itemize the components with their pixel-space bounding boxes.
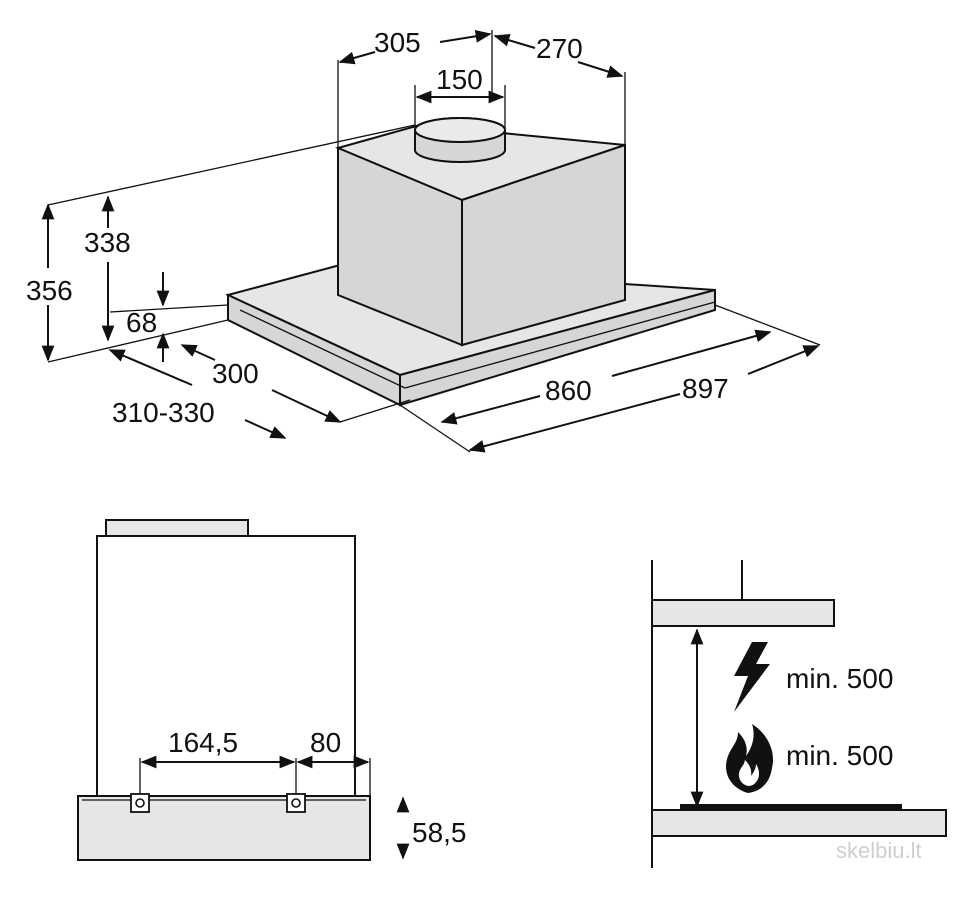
dim-68-label: 68 xyxy=(126,307,157,338)
ext-width-right xyxy=(714,304,821,346)
cooktop-counter xyxy=(651,809,947,837)
cooktop-surface xyxy=(680,804,902,811)
dim-338-label: 338 xyxy=(84,227,131,258)
dim-270-label: 270 xyxy=(536,33,583,64)
dim-897-line-b xyxy=(747,345,820,375)
outlet-rim xyxy=(414,117,506,143)
dim-58-label: 58,5 xyxy=(412,817,467,848)
install-view: min. 500 min. 500 xyxy=(651,560,947,868)
dim-300-label: 300 xyxy=(212,358,259,389)
bracket-right-hole xyxy=(291,798,301,808)
dim-270-line-a xyxy=(493,34,536,49)
dim-80-label: 80 xyxy=(310,727,341,758)
hood-shelf xyxy=(651,599,835,627)
dim-860-line-a xyxy=(440,395,541,425)
dim-305-line-a xyxy=(338,51,376,65)
ext-width-left xyxy=(399,404,471,453)
dim-310-line-a xyxy=(108,349,193,386)
electric-min-label: min. 500 xyxy=(786,663,893,694)
gas-min-label: min. 500 xyxy=(786,740,893,771)
watermark: skelbiu.lt xyxy=(836,838,922,863)
dim-897-label: 897 xyxy=(682,373,729,404)
dim-897-line-a xyxy=(468,393,681,453)
dim-310-line-b xyxy=(244,419,287,439)
dim-164-label: 164,5 xyxy=(168,727,238,758)
dim-860-line-c xyxy=(719,329,772,347)
front-body xyxy=(96,535,356,797)
dim-860-label: 860 xyxy=(545,375,592,406)
dim-305-line-b xyxy=(439,29,492,43)
dim-310-330-label: 310-330 xyxy=(112,397,215,428)
dim-68-ext xyxy=(109,304,229,313)
flame-icon xyxy=(726,724,774,793)
dim-150-label: 150 xyxy=(436,64,483,95)
dim-860-line-b xyxy=(611,345,721,377)
dim-305-label: 305 xyxy=(374,27,421,58)
bracket-right xyxy=(286,793,306,813)
panel-edge xyxy=(239,309,406,389)
dim-300-line-a xyxy=(180,344,216,361)
dim-300-line-b xyxy=(271,389,342,423)
front-view: 164,5 80 58,5 xyxy=(77,519,467,861)
bracket-left-hole xyxy=(135,798,145,808)
front-panel xyxy=(77,795,371,861)
wall-base-line xyxy=(47,319,229,363)
ext-depth xyxy=(339,399,411,423)
panel-edge-front xyxy=(404,301,716,389)
iso-view: 305 270 150 356 338 68 300 310-330 xyxy=(26,27,821,453)
flame-inner xyxy=(738,760,759,786)
dim-356-label: 356 xyxy=(26,275,73,306)
dim-270-line-b xyxy=(577,61,624,78)
lightning-icon xyxy=(734,642,770,712)
front-outlet xyxy=(105,519,249,537)
body-right xyxy=(461,143,626,347)
panel-front xyxy=(399,288,716,407)
wall-line xyxy=(47,124,416,206)
bracket-left xyxy=(130,793,150,813)
